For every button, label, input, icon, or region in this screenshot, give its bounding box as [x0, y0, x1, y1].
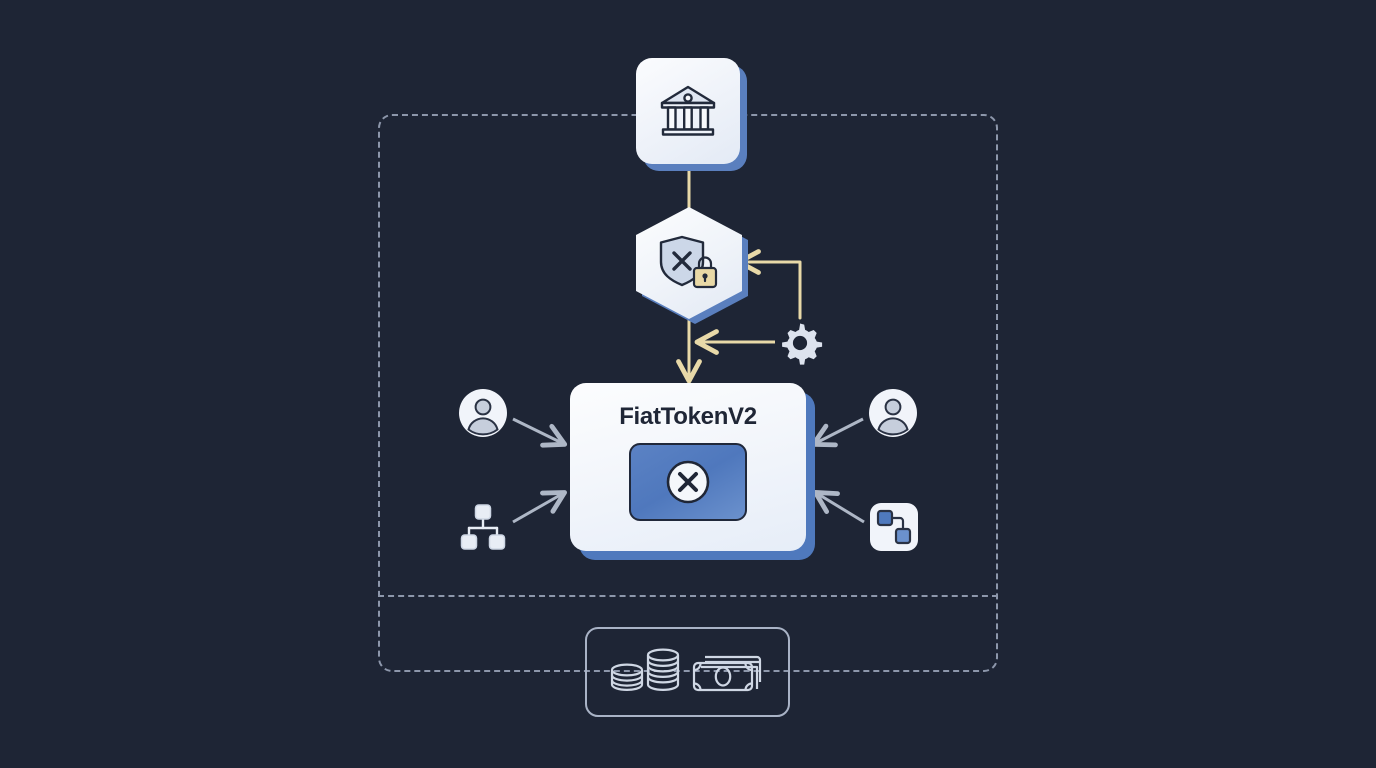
user-avatar-icon [869, 389, 917, 437]
connector-actor-top-right-to-contract [810, 417, 864, 448]
shield-x-lock-icon [659, 235, 718, 289]
contract-card-face: FiatTokenV2 [570, 383, 806, 551]
circle-x-icon [666, 460, 710, 504]
actor-top-right-node[interactable] [868, 388, 918, 438]
issuer-node-face [636, 58, 740, 164]
contract-card[interactable]: FiatTokenV2 [570, 383, 815, 560]
connector-actor-bottom-left-to-contract [512, 490, 568, 524]
connector-admin-to-compliance [736, 249, 802, 320]
actor-top-left-node[interactable] [458, 388, 508, 438]
gear-icon [782, 323, 823, 365]
connected-nodes-icon [870, 503, 918, 551]
actor-bottom-right-node[interactable] [869, 502, 919, 552]
compliance-node[interactable] [636, 207, 748, 324]
contract-card-title: FiatTokenV2 [619, 403, 757, 430]
contract-status-panel[interactable] [629, 443, 747, 521]
admin-node[interactable] [777, 320, 823, 366]
user-avatar-icon [459, 389, 507, 437]
connector-actor-top-left-to-contract [512, 417, 568, 448]
reserves-node[interactable] [585, 627, 790, 717]
coins-and-banknotes-icon [610, 648, 761, 692]
actor-bottom-left-node[interactable] [458, 503, 508, 551]
issuer-node[interactable] [636, 58, 747, 171]
bank-icon [660, 85, 716, 136]
compliance-node-face [636, 207, 742, 319]
system-boundary-divider [378, 595, 998, 597]
hierarchy-icon [460, 504, 506, 550]
connector-actor-bottom-right-to-contract [813, 490, 865, 524]
